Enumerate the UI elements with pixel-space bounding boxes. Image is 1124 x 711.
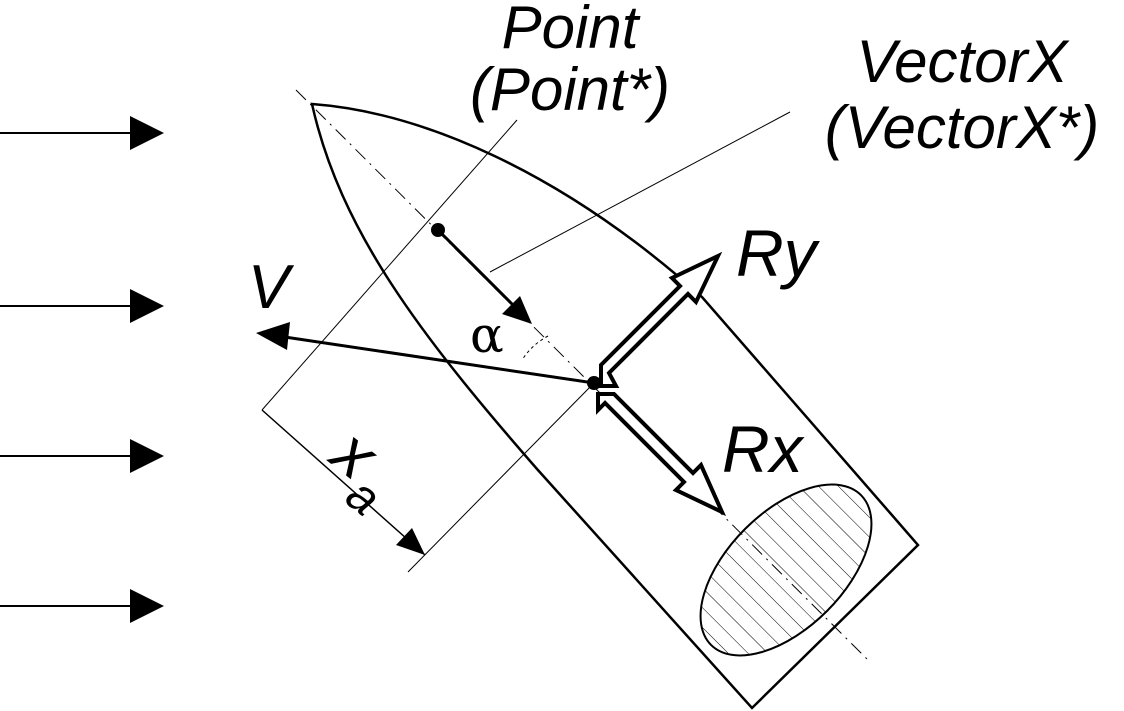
velocity-vector xyxy=(256,322,601,390)
ry-label: Ry xyxy=(736,216,821,290)
vectorx-star-label: (VectorX*) xyxy=(825,94,1100,161)
vectorx-label: VectorX xyxy=(856,28,1069,95)
point-label: Point xyxy=(502,0,641,61)
alpha-label: α xyxy=(470,306,504,364)
v-label: V xyxy=(248,253,295,322)
rx-force-arrow xyxy=(596,392,727,517)
reference-point xyxy=(431,223,532,324)
flow-arrow xyxy=(0,589,164,623)
point-leader-line xyxy=(261,119,518,411)
flow-arrows xyxy=(0,116,164,623)
flow-arrow xyxy=(0,116,164,150)
alpha-arc xyxy=(521,335,549,361)
ry-force-arrow xyxy=(599,251,723,388)
point-star-label: (Point*) xyxy=(470,56,670,123)
vectorx-leader-line xyxy=(489,111,791,273)
rx-label: Rx xyxy=(722,412,805,486)
base-cross-section xyxy=(699,483,873,657)
body-outline xyxy=(310,102,920,710)
xa-label: x a xyxy=(317,412,393,526)
xa-dimension xyxy=(261,384,593,573)
flow-arrow xyxy=(0,289,164,323)
flow-arrow xyxy=(0,439,164,473)
